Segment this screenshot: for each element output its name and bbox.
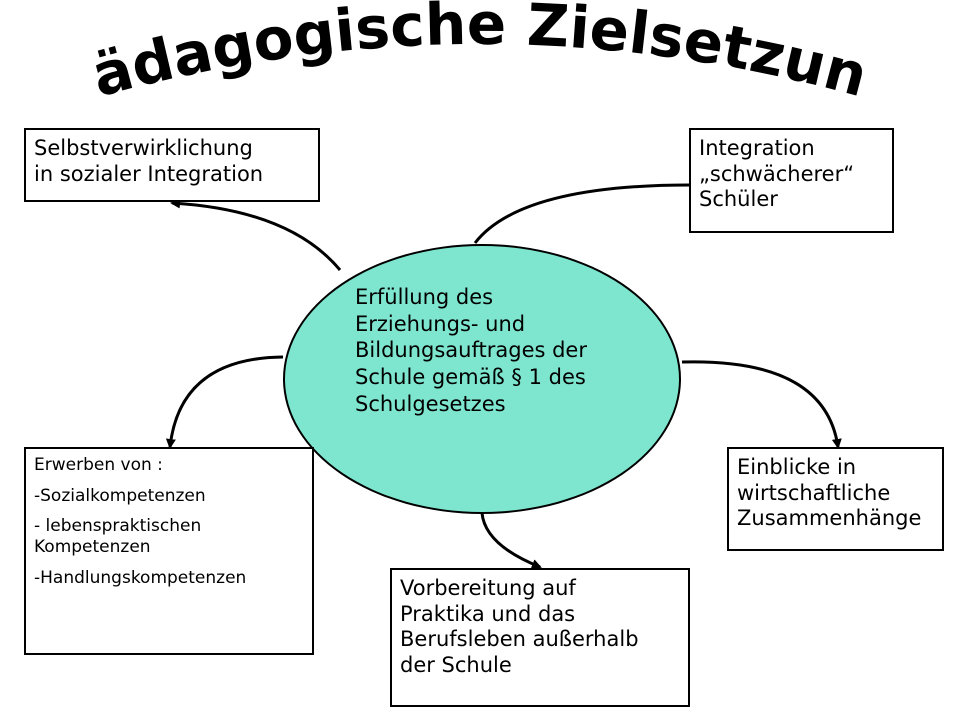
- goal-box-line: -Handlungskompetenzen: [34, 567, 247, 588]
- central-goal-line: Erfüllung des: [355, 285, 494, 309]
- goal-box-line: Praktika und das: [400, 601, 576, 626]
- goal-box-career-preparation: Vorbereitung auf Praktika und das Berufs…: [390, 568, 690, 707]
- goal-box-line: Zusammenhänge: [737, 506, 922, 531]
- central-goal-text: Erfüllung des Erziehungs- und Bildungsau…: [355, 284, 675, 417]
- goal-box-self-realization: Selbstverwirklichung in sozialer Integra…: [24, 128, 320, 202]
- goal-box-line: der Schule: [400, 652, 512, 677]
- goal-box-line: Berufsleben außerhalb: [400, 627, 639, 652]
- goal-box-line: Selbstverwirklichung: [34, 136, 253, 160]
- arrow-to-top-right: [473, 183, 691, 244]
- goal-box-line: - lebenspraktischen Kompetenzen: [34, 516, 202, 558]
- arrow-to-mid-right: [681, 360, 842, 449]
- central-goal-line: Schule gemäß § 1 des: [355, 364, 586, 389]
- goal-box-line: Erwerben von :: [34, 455, 163, 475]
- goal-box-line: -Sozialkompetenzen: [34, 485, 206, 506]
- goal-box-line: wirtschaftliche: [737, 480, 891, 505]
- central-goal-ellipse: [283, 244, 681, 514]
- arrow-to-top-left: [170, 198, 342, 271]
- central-goal-line: Bildungsauftrages der: [355, 338, 587, 363]
- goal-box-line: Schüler: [699, 187, 778, 212]
- goal-box-line: in sozialer Integration: [34, 161, 264, 186]
- goal-box-line: Integration: [699, 136, 815, 160]
- diagram-title: Pädagogische Zielsetzung: [0, 0, 874, 110]
- goal-box-economic-insights: Einblicke in wirtschaftliche Zusammenhän…: [727, 447, 944, 551]
- goal-box-competencies: Erwerben von : -Sozialkompetenzen - lebe…: [24, 447, 314, 655]
- goal-box-line: „schwächerer“: [699, 161, 855, 186]
- goal-box-integration: Integration „schwächerer“ Schüler: [689, 128, 894, 233]
- arrow-to-bottom: [480, 512, 542, 569]
- goal-box-line: Einblicke in: [737, 455, 857, 479]
- central-goal-line: Erziehungs- und: [355, 311, 526, 336]
- arrow-to-mid-left: [165, 355, 284, 449]
- central-goal-line: Schulgesetzes: [355, 391, 506, 416]
- goal-box-line: Vorbereitung auf: [400, 576, 576, 600]
